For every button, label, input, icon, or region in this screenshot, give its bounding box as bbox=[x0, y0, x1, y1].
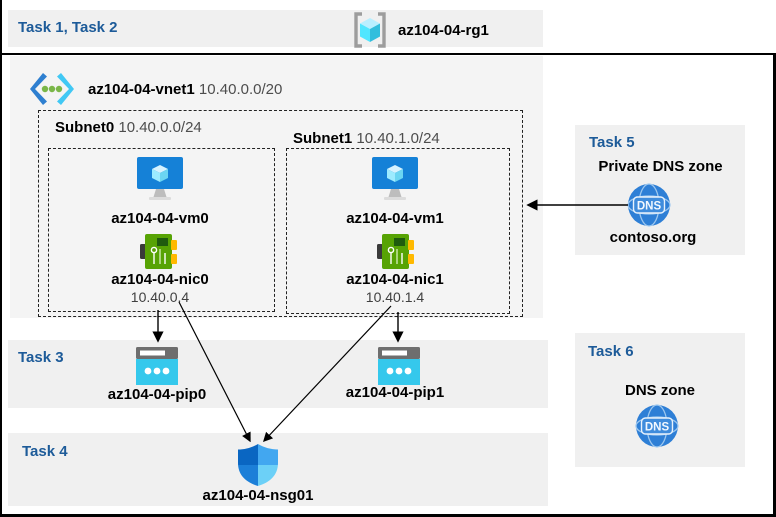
task1-2-band bbox=[8, 10, 543, 47]
private-dns-icon-text: DNS bbox=[637, 201, 662, 213]
subnet0-box bbox=[48, 148, 275, 312]
dns-zone-icon: DNS bbox=[635, 404, 679, 448]
subnet0-cidr: 10.40.0.0/24 bbox=[118, 119, 202, 136]
frame-bottom-border bbox=[0, 514, 776, 517]
nsg-shield-icon bbox=[238, 444, 278, 486]
vm1-icon bbox=[372, 157, 418, 203]
task1-2-heading: Task 1, Task 2 bbox=[18, 19, 118, 36]
resource-group-name: az104-04-rg1 bbox=[398, 22, 489, 39]
pip0-icon bbox=[136, 347, 178, 387]
frame-top-border bbox=[0, 53, 776, 55]
task5-title: Private DNS zone bbox=[598, 158, 723, 175]
subnet1-name: Subnet1 bbox=[293, 130, 353, 147]
frame-right-border bbox=[773, 53, 776, 517]
nic1-ip: 10.40.1.4 bbox=[365, 289, 425, 305]
vnet-name: az104-04-vnet1 bbox=[88, 81, 195, 98]
nic1-icon bbox=[377, 233, 414, 270]
vm0-label: az104-04-vm0 bbox=[111, 210, 209, 227]
resource-group-icon bbox=[351, 11, 389, 49]
pip1-icon bbox=[378, 347, 420, 387]
nic0-label: az104-04-nic0 bbox=[111, 271, 209, 288]
task4-heading: Task 4 bbox=[22, 443, 68, 460]
task5-heading: Task 5 bbox=[589, 134, 635, 151]
dns-zone-icon-text: DNS bbox=[645, 422, 670, 434]
pip0-label: az104-04-pip0 bbox=[107, 386, 207, 403]
nic0-ip: 10.40.0.4 bbox=[130, 289, 190, 305]
vnet-cidr: 10.40.0.0/20 bbox=[198, 81, 283, 98]
task6-title: DNS zone bbox=[624, 382, 695, 399]
subnet0-title: Subnet0 10.40.0.0/24 bbox=[55, 119, 202, 136]
nic1-label: az104-04-nic1 bbox=[346, 271, 444, 288]
private-dns-icon: DNS bbox=[627, 183, 671, 227]
subnet1-title: Subnet1 10.40.1.0/24 bbox=[293, 130, 440, 147]
vm0-icon bbox=[137, 157, 183, 203]
nic0-icon bbox=[140, 233, 177, 270]
task4-band bbox=[8, 433, 548, 506]
virtual-network-icon bbox=[30, 73, 74, 105]
task5-zone-name: contoso.org bbox=[609, 229, 697, 246]
vm1-label: az104-04-vm1 bbox=[346, 210, 444, 227]
subnet0-name: Subnet0 bbox=[55, 119, 115, 136]
vnet-title: az104-04-vnet1 10.40.0.0/20 bbox=[88, 81, 282, 98]
subnet1-cidr: 10.40.1.0/24 bbox=[356, 130, 440, 147]
task6-heading: Task 6 bbox=[588, 343, 634, 360]
task3-heading: Task 3 bbox=[18, 349, 64, 366]
nsg-label: az104-04-nsg01 bbox=[202, 487, 314, 504]
vnet-box bbox=[10, 56, 543, 318]
pip1-label: az104-04-pip1 bbox=[345, 384, 445, 401]
frame-left-border bbox=[0, 0, 2, 517]
